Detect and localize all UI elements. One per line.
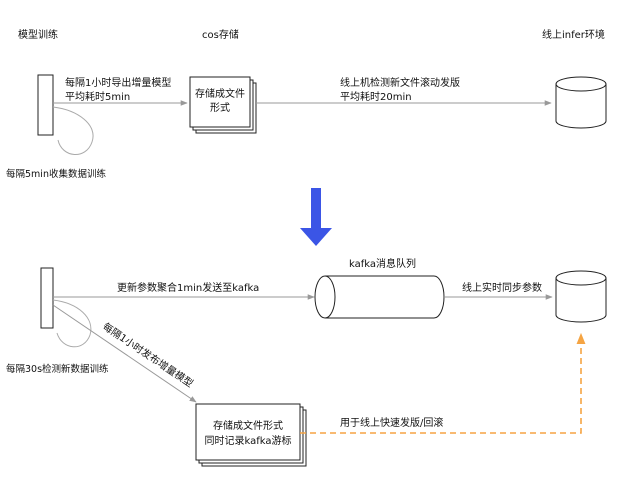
transition-down-arrow-icon — [300, 188, 332, 246]
publish-arrow — [52, 304, 197, 403]
database-icon-bottom — [555, 270, 607, 323]
file-box-bottom-line2: 同时记录kafka游标 — [204, 434, 291, 447]
rollback-label: 用于线上快速发版/回滚 — [340, 416, 443, 429]
file-box-top-line2: 形式 — [210, 101, 230, 114]
train-loop-label-top: 每隔5min收集数据训练 — [6, 168, 106, 180]
export-label-line2: 平均耗时5min — [65, 91, 130, 103]
header-online-env: 线上infer环境 — [542, 28, 605, 41]
export-label-line1: 每隔1小时导出增量模型 — [65, 76, 171, 89]
training-loop-bottom — [52, 299, 92, 348]
update-label: 更新参数聚合1min发送至kafka — [117, 281, 259, 294]
trainer-node-top — [37, 74, 54, 136]
rollback-arrow — [300, 332, 586, 434]
header-model-training: 模型训练 — [18, 28, 58, 41]
kafka-title: kafka消息队列 — [349, 257, 416, 270]
deploy-label-line1: 线上机检测新文件滚动发版 — [340, 76, 460, 89]
trainer-node-bottom — [40, 267, 54, 329]
file-box-bottom-line1: 存储成文件形式 — [213, 419, 283, 432]
file-box-top-line1: 存储成文件 — [195, 87, 245, 100]
kafka-queue — [314, 275, 445, 319]
training-loop-top — [52, 106, 94, 155]
header-cos-storage: cos存储 — [202, 28, 239, 41]
sync-label: 线上实时同步参数 — [462, 281, 542, 294]
publish-label: 每隔1小时发布增量模型 — [100, 320, 195, 390]
database-icon-top — [555, 76, 607, 129]
file-box-top — [189, 76, 257, 134]
deploy-label-line2: 平均耗时20min — [340, 91, 412, 103]
train-loop-label-bottom: 每隔30s检测新数据训练 — [6, 363, 109, 375]
file-box-bottom — [195, 403, 307, 467]
